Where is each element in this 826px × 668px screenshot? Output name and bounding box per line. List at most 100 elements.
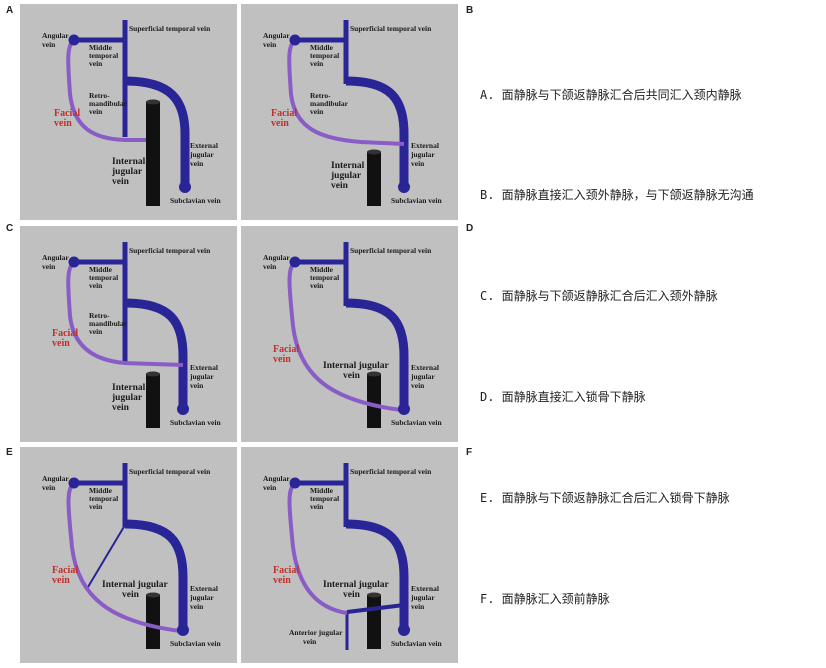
superficial-temporal-label: Superficial temporal vein (350, 246, 432, 255)
panel-background (241, 4, 458, 220)
panel-letter: C (6, 223, 13, 234)
internal-jugular-vein (146, 102, 160, 206)
panel-letter: F (466, 447, 472, 458)
subclavian-vein-node (398, 403, 410, 415)
internal-jugular-vein (146, 374, 160, 428)
angular-vein-node (289, 477, 301, 489)
panel-letter: E (6, 447, 13, 458)
internal-jugular-vein (367, 152, 381, 206)
subclavian-label: Subclavian vein (391, 418, 442, 427)
anterior-jugular-connection (346, 603, 405, 614)
internal-jugular-vein-top (367, 371, 381, 377)
facial-vein (66, 38, 146, 142)
angular-vein-node (289, 256, 301, 268)
facial-vein (66, 481, 181, 633)
superficial-temporal-label: Superficial temporal vein (350, 24, 432, 33)
internal-jugular-vein-top (146, 371, 160, 377)
subclavian-label: Subclavian vein (170, 639, 221, 648)
subclavian-vein-node (177, 624, 189, 636)
angular-vein-node (68, 477, 80, 489)
superficial-temporal-label: Superficial temporal vein (350, 467, 432, 476)
internal-jugular-vein (146, 595, 160, 649)
external-jugular-vein (345, 76, 409, 184)
caption-f: F. 面静脉汇入颈前静脉 (480, 592, 610, 606)
internal-jugular-vein-top (146, 99, 160, 105)
panel-background (20, 226, 237, 442)
caption-c: C. 面静脉与下颌返静脉汇合后汇入颈外静脉 (480, 289, 718, 303)
facial-vein (287, 260, 402, 412)
caption-a: A. 面静脉与下颌返静脉汇合后共同汇入颈内静脉 (480, 88, 742, 102)
panel-background (20, 4, 237, 220)
internal-jugular-vein (367, 595, 381, 649)
subclavian-label: Subclavian vein (170, 196, 221, 205)
caption-b: B. 面静脉直接汇入颈外静脉，与下颌返静脉无沟通 (480, 188, 754, 202)
external-jugular-vein (124, 298, 188, 406)
panel-letter: A (6, 5, 13, 16)
panel-letter: D (466, 223, 473, 234)
facial-vein (287, 481, 348, 615)
subclavian-vein-node (398, 624, 410, 636)
retromandibular-vein (87, 524, 126, 588)
internal-jugular-vein-top (367, 149, 381, 155)
superficial-temporal-label: Superficial temporal vein (129, 246, 211, 255)
internal-jugular-vein-top (367, 592, 381, 598)
caption-d: D. 面静脉直接汇入锁骨下静脉 (480, 390, 646, 404)
panel-letter: B (466, 5, 473, 16)
caption-e: E. 面静脉与下颌返静脉汇合后汇入锁骨下静脉 (480, 491, 730, 505)
external-jugular-vein (345, 519, 409, 627)
angular-vein-node (68, 256, 80, 268)
angular-vein-node (68, 34, 80, 46)
subclavian-vein-node (177, 403, 189, 415)
subclavian-vein-node (398, 181, 410, 193)
angular-vein-node (289, 34, 301, 46)
retromandibular-vein (124, 76, 190, 184)
subclavian-vein-node (179, 181, 191, 193)
external-jugular-vein (124, 519, 188, 627)
internal-jugular-vein (367, 374, 381, 428)
superficial-temporal-label: Superficial temporal vein (129, 467, 211, 476)
subclavian-label: Subclavian vein (391, 196, 442, 205)
panel-background (241, 447, 458, 663)
panel-background (20, 447, 237, 663)
facial-vein (66, 260, 184, 367)
